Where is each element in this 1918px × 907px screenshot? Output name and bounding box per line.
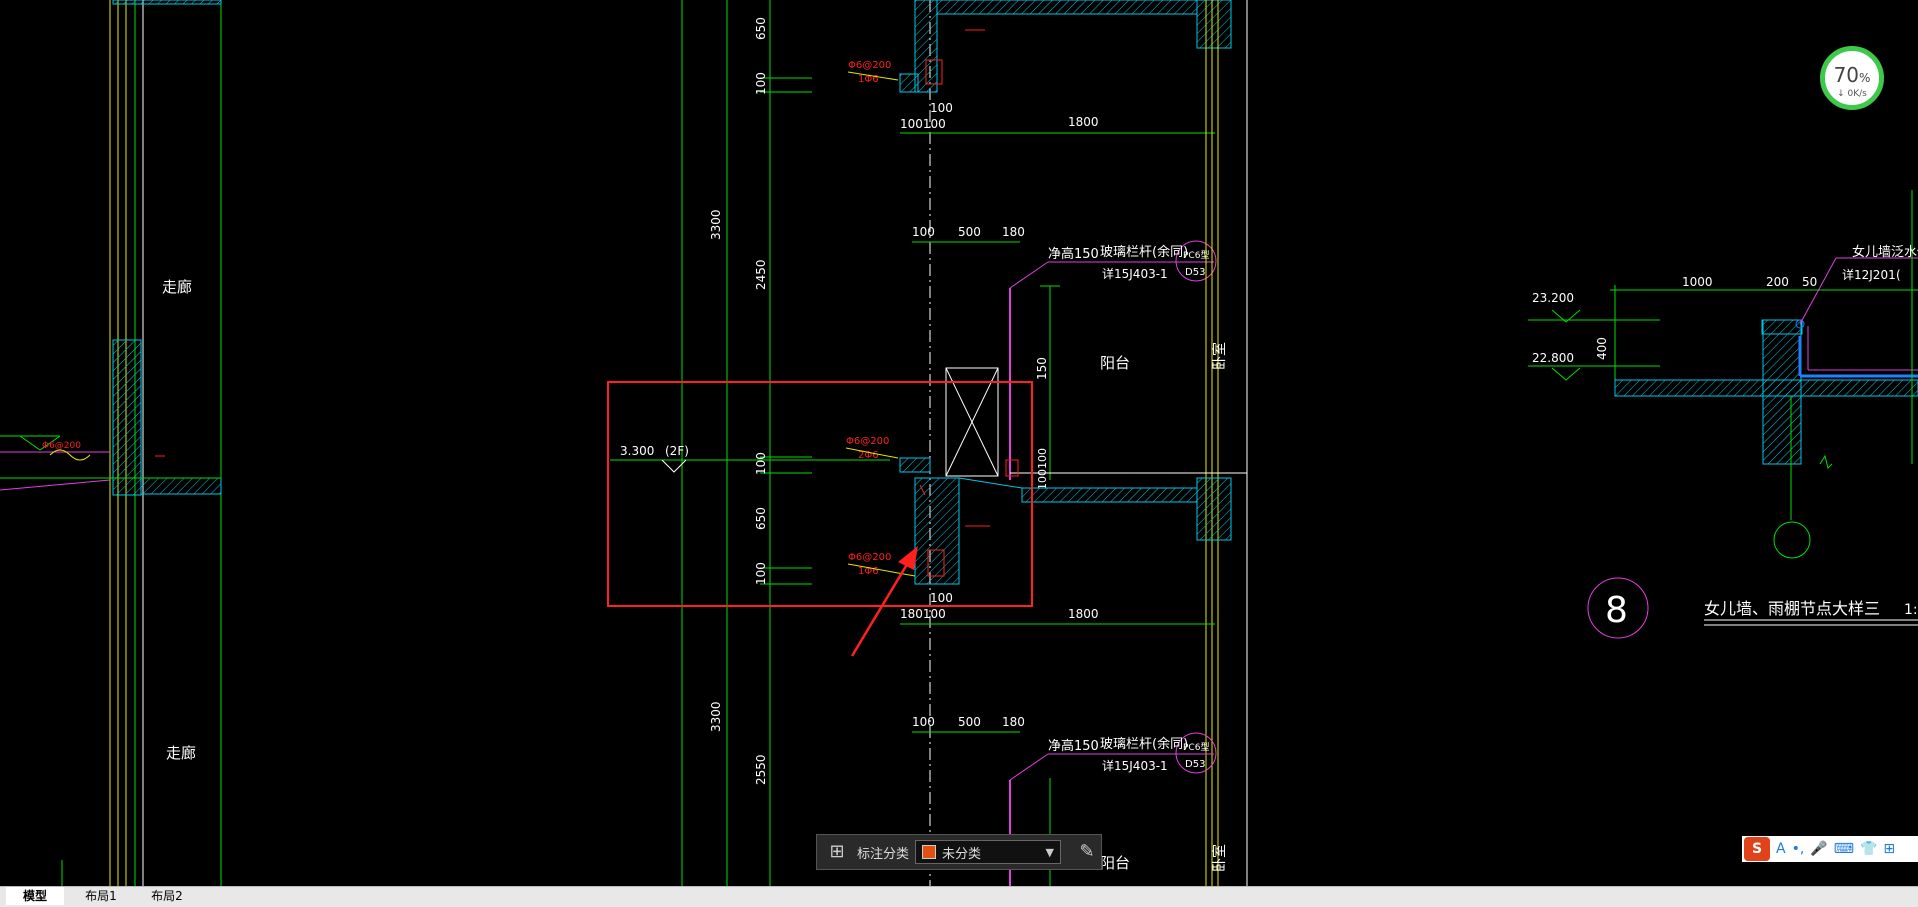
net-height-2: 净高150 bbox=[1048, 738, 1099, 754]
layout-tabs: 模型 布局1 布局2 bbox=[0, 886, 1918, 907]
rebar-1a: Φ6@200 bbox=[848, 60, 891, 71]
tab-layout1[interactable]: 布局1 bbox=[85, 889, 117, 903]
level-23200: 23.200 bbox=[1532, 291, 1574, 305]
railing-1 bbox=[1009, 240, 1217, 480]
detail-number-circle bbox=[1587, 577, 1649, 639]
rebar-1b: 1Φ6 bbox=[858, 74, 879, 85]
ime-toolbar[interactable]: S A •, 🎤 ⌨ 👕 ⊞ bbox=[1742, 836, 1918, 862]
tab-layout2[interactable]: 布局2 bbox=[151, 889, 183, 903]
edit-icon[interactable]: ✎ bbox=[1079, 841, 1095, 862]
pc-label-1b: D53 bbox=[1185, 267, 1205, 278]
chevron-down-icon: ▼ bbox=[1045, 845, 1054, 859]
dim-200: 200 bbox=[1766, 275, 1789, 289]
dim-2550: 2550 bbox=[754, 754, 768, 785]
dim-100t2: 100 bbox=[912, 715, 935, 729]
balcony-label-2: 阳台 bbox=[1100, 854, 1130, 872]
right-wall bbox=[1005, 0, 1248, 886]
pc-label-1: PC6型 bbox=[1183, 250, 1209, 261]
dim-650b: 650 bbox=[754, 507, 768, 530]
dim-100u2: 100 bbox=[930, 591, 953, 605]
dim-180100: 180100 bbox=[900, 607, 946, 621]
bedroom-label-1: 卧室 bbox=[1211, 342, 1228, 370]
detail-scale: 1:3 bbox=[1904, 602, 1918, 618]
floor-2f: (2F) bbox=[665, 444, 689, 458]
tab-model[interactable]: 模型 bbox=[6, 887, 64, 905]
dim-3300a: 3300 bbox=[709, 209, 723, 240]
level-3300: 3.300 bbox=[620, 444, 654, 458]
category-grid-icon[interactable]: ⊞ bbox=[829, 841, 845, 862]
annotation-category-label: 标注分类 bbox=[857, 846, 910, 862]
dim-1000: 1000 bbox=[1682, 275, 1713, 289]
dim-150: 150 bbox=[1035, 357, 1049, 380]
rebar-2a: Φ6@200 bbox=[846, 436, 889, 447]
dim-2450: 2450 bbox=[754, 259, 768, 290]
glass-rail-2: 玻璃栏杆(余同) bbox=[1100, 736, 1188, 752]
dim-100u1: 100 bbox=[930, 101, 953, 115]
dim-100b: 100 bbox=[754, 452, 768, 475]
pc-label-2b: D53 bbox=[1185, 759, 1205, 770]
top-slab-detail bbox=[899, 0, 1232, 93]
bedroom-label-2: 卧室 bbox=[1211, 844, 1228, 872]
highlight-box bbox=[607, 381, 1033, 607]
rebar-label-left: Φ6@200 bbox=[42, 441, 81, 451]
rebar-3b: 1Φ6 bbox=[858, 566, 879, 577]
balcony-label-1: 阳台 bbox=[1100, 354, 1130, 372]
corridor-label-2: 走廊 bbox=[166, 744, 196, 762]
rebar-3a: Φ6@200 bbox=[848, 552, 891, 563]
speed-percent: 70% bbox=[1833, 63, 1871, 87]
dim-3300b: 3300 bbox=[709, 701, 723, 732]
level-22800: 22.800 bbox=[1532, 351, 1574, 365]
ime-mode-icon[interactable]: A bbox=[1776, 841, 1786, 857]
dim-100100a: 100100 bbox=[900, 117, 946, 131]
net-height-1: 净高150 bbox=[1048, 246, 1099, 262]
parapet-ref: 详12J201 bbox=[1842, 267, 1896, 282]
ime-menu-icon[interactable]: ⊞ bbox=[1883, 841, 1896, 857]
detail-ref-1: 详15J403-1 bbox=[1102, 266, 1168, 281]
highlight-arrow bbox=[850, 546, 918, 657]
detail-title: 女儿墙、雨棚节点大样三 bbox=[1704, 599, 1880, 618]
dim-500t1: 500 bbox=[958, 225, 981, 239]
dim-100t1: 100 bbox=[912, 225, 935, 239]
dim-1800a: 1800 bbox=[1068, 115, 1099, 129]
detail-number: 8 bbox=[1605, 590, 1628, 631]
dim-180t1: 180 bbox=[1002, 225, 1025, 239]
dim-100c: 100 bbox=[754, 562, 768, 585]
ime-keyboard-icon[interactable]: ⌨ bbox=[1833, 841, 1854, 857]
network-speed-widget[interactable]: 70% ↓ 0K/s bbox=[1820, 46, 1884, 110]
window-opening bbox=[945, 367, 999, 477]
center-vertical-lines bbox=[610, 0, 931, 886]
ime-mic-icon[interactable]: 🎤 bbox=[1810, 841, 1828, 857]
dim-50: 50 bbox=[1802, 275, 1817, 289]
parapet-detail bbox=[1528, 190, 1918, 559]
dim-400: 400 bbox=[1595, 337, 1609, 360]
dim-180t2: 180 bbox=[1002, 715, 1025, 729]
dim-500t2: 500 bbox=[958, 715, 981, 729]
level-marker bbox=[661, 459, 687, 473]
parapet-ref2: ( bbox=[1896, 268, 1901, 282]
rebar-2b: 2Φ6 bbox=[858, 450, 879, 461]
sogou-logo-icon[interactable]: S bbox=[1744, 837, 1770, 861]
cad-drawing-canvas[interactable]: 走廊 走廊 Φ6@200 650 100 3300 2450 100 650 1… bbox=[0, 0, 1918, 886]
category-selected-value: 未分类 bbox=[942, 846, 982, 862]
middle-slab-detail bbox=[899, 457, 1023, 585]
dim-100100v: 100100 bbox=[1036, 448, 1049, 490]
ime-skin-icon[interactable]: 👕 bbox=[1859, 841, 1878, 857]
category-color-swatch bbox=[922, 845, 937, 859]
annotation-category-bar: ⊞ 标注分类 未分类 ▼ ✎ bbox=[816, 834, 1102, 870]
ime-punct-icon[interactable]: •, bbox=[1791, 841, 1805, 857]
dim-100a: 100 bbox=[754, 72, 768, 95]
annotation-category-select[interactable]: 未分类 ▼ bbox=[915, 840, 1061, 864]
pc-label-2: PC6型 bbox=[1183, 742, 1209, 753]
glass-rail-1: 玻璃栏杆(余同) bbox=[1100, 244, 1188, 260]
speed-rate: ↓ 0K/s bbox=[1837, 89, 1867, 99]
left-wall-column bbox=[0, 0, 222, 886]
dim-650a: 650 bbox=[754, 17, 768, 40]
detail-ref-2: 详15J403-1 bbox=[1102, 758, 1168, 773]
dim-1800b: 1800 bbox=[1068, 607, 1099, 621]
corridor-label-1: 走廊 bbox=[162, 278, 192, 296]
parapet-label: 女儿墙泛水做 bbox=[1852, 244, 1918, 260]
